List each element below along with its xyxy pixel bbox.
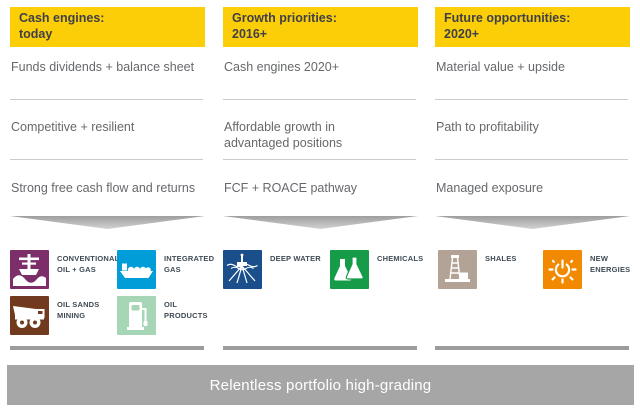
bullet-text: Managed exposure bbox=[436, 181, 544, 195]
icon-label: NEW ENERGIES bbox=[590, 254, 631, 274]
bullet-text: Path to profitability bbox=[436, 120, 539, 134]
oil-platform-icon bbox=[10, 250, 49, 289]
chevron-down-icon bbox=[435, 216, 630, 230]
icon-cell-new-energies: NEW ENERGIES bbox=[543, 250, 640, 290]
icon-cell-chemicals: CHEMICALS bbox=[330, 250, 525, 290]
column-header: Growth priorities: 2016+ bbox=[223, 7, 418, 47]
icon-cell-oil-sands-mining: OIL SANDS MINING bbox=[10, 296, 205, 336]
icon-cell-shales: SHALES bbox=[438, 250, 633, 290]
icon-label: DEEP WATER bbox=[270, 254, 321, 263]
divider bbox=[10, 99, 203, 100]
bullet-text: FCF + ROACE pathway bbox=[224, 181, 358, 195]
bullet-text: Competitive + resilient bbox=[11, 120, 135, 134]
mining-truck-icon bbox=[10, 296, 49, 335]
chevron-down-icon bbox=[10, 216, 205, 230]
icon-cell-conventional-oil-gas: CONVENTIONAL OIL + GAS bbox=[10, 250, 205, 290]
bullet-text: Funds dividends + balance sheet bbox=[11, 60, 195, 74]
chemical-flasks-icon bbox=[330, 250, 369, 289]
fuel-pump-icon bbox=[117, 296, 156, 335]
icon-label: CONVENTIONAL OIL + GAS bbox=[57, 254, 120, 274]
bullet-text: Material value + upside bbox=[436, 60, 565, 74]
divider bbox=[435, 99, 628, 100]
banner-label: Relentless portfolio high-grading bbox=[209, 376, 432, 394]
divider bbox=[223, 99, 416, 100]
column-baseline-rule bbox=[10, 346, 204, 350]
icon-label: OIL PRODUCTS bbox=[164, 300, 208, 320]
icon-label: INTEGRATED GAS bbox=[164, 254, 215, 274]
divider bbox=[435, 159, 628, 160]
lng-ship-icon bbox=[117, 250, 156, 289]
column-header: Cash engines: today bbox=[10, 7, 205, 47]
icon-cell-oil-products: OIL PRODUCTS bbox=[117, 296, 312, 336]
bullet-text: Strong free cash flow and returns bbox=[11, 181, 196, 195]
bullet-text: Affordable growth in advantaged position… bbox=[224, 120, 343, 151]
icon-cell-deep-water: DEEP WATER bbox=[223, 250, 418, 290]
divider bbox=[10, 159, 203, 160]
column-cash-engines: Cash engines: today Funds dividends + ba… bbox=[10, 0, 214, 360]
power-sun-icon bbox=[543, 250, 582, 289]
chevron-down-icon bbox=[223, 216, 418, 230]
column-header: Future opportunities: 2020+ bbox=[435, 7, 630, 47]
icon-cell-integrated-gas: INTEGRATED GAS bbox=[117, 250, 312, 290]
icon-label: OIL SANDS MINING bbox=[57, 300, 100, 320]
bullet-text: Cash engines 2020+ bbox=[224, 60, 340, 74]
column-future-opportunities: Future opportunities: 2020+ Material val… bbox=[435, 0, 630, 360]
column-baseline-rule bbox=[223, 346, 417, 350]
divider bbox=[223, 159, 416, 160]
drilling-rig-icon bbox=[438, 250, 477, 289]
icon-label: CHEMICALS bbox=[377, 254, 424, 263]
bottom-banner: Relentless portfolio high-grading bbox=[7, 365, 634, 405]
column-growth-priorities: Growth priorities: 2016+ Cash engines 20… bbox=[223, 0, 423, 360]
column-baseline-rule bbox=[435, 346, 629, 350]
floating-platform-icon bbox=[223, 250, 262, 289]
icon-label: SHALES bbox=[485, 254, 517, 263]
